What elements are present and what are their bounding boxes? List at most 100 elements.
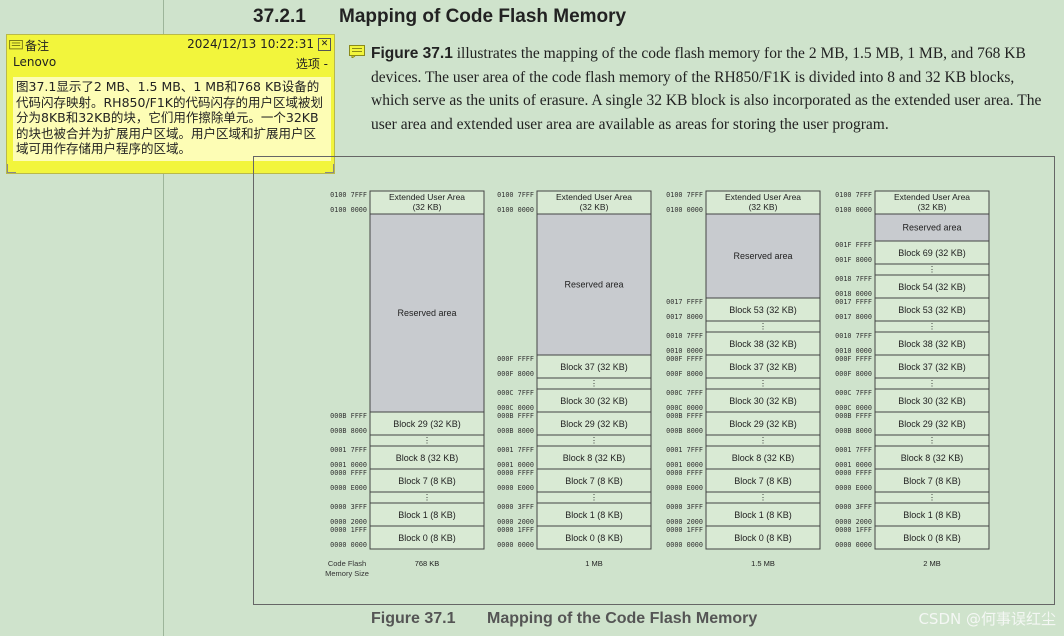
block-label: Block 53 (32 KB) — [898, 305, 966, 315]
address-bottom: 000C 0000 — [497, 404, 534, 412]
address-top: 0001 7FFF — [330, 446, 367, 454]
block-label: Block 37 (32 KB) — [898, 362, 966, 372]
ellipsis-marker: ⋮ — [759, 322, 767, 331]
block-label: Block 29 (32 KB) — [393, 419, 461, 429]
ellipsis-marker: ⋮ — [928, 322, 936, 331]
body-paragraph: Figure 37.1 illustrates the mapping of t… — [371, 42, 1051, 136]
page-margin-rule — [163, 0, 164, 636]
address-bottom: 0000 E000 — [666, 484, 703, 492]
memory-region-blk — [874, 525, 990, 550]
address-bottom: 000F 8000 — [835, 370, 872, 378]
address-bottom: 0010 0000 — [666, 347, 703, 355]
block-label: Block 8 (32 KB) — [563, 453, 626, 463]
note-options-menu[interactable]: 选项 - — [295, 57, 328, 71]
address-top: 000B FFFF — [666, 412, 703, 420]
resize-handle-left[interactable] — [7, 164, 16, 173]
address-top: 0000 3FFF — [835, 503, 872, 511]
comment-icon[interactable] — [349, 45, 365, 58]
memory-region-res — [874, 213, 990, 242]
address-bottom: 000F 8000 — [666, 370, 703, 378]
address-bottom: 000C 0000 — [666, 404, 703, 412]
block-label: Block 8 (32 KB) — [901, 453, 964, 463]
block-label: Block 1 (8 KB) — [903, 510, 961, 520]
address-bottom: 0010 0000 — [835, 347, 872, 355]
block-label: Block 7 (8 KB) — [565, 476, 623, 486]
address-bottom: 0001 0000 — [497, 461, 534, 469]
block-label: Block 38 (32 KB) — [898, 339, 966, 349]
annotation-note-popup[interactable]: 备注 2024/12/13 10:22:31 ✕ Lenovo 选项 - 图37… — [6, 34, 335, 174]
ellipsis-marker: ⋮ — [928, 265, 936, 274]
resize-handle-right[interactable] — [325, 164, 334, 173]
note-header: 备注 — [9, 37, 49, 54]
address-bottom: 0000 0000 — [835, 541, 872, 549]
block-label: Block 0 (8 KB) — [398, 533, 456, 543]
address-bottom: 000F 8000 — [497, 370, 534, 378]
address-top: 000C 7FFF — [835, 389, 872, 397]
reserved-area-label: Reserved area — [733, 251, 792, 261]
address-top: 0001 7FFF — [666, 446, 703, 454]
block-label: Block 29 (32 KB) — [729, 419, 797, 429]
address-top: 0100 7FFF — [666, 191, 703, 199]
memory-region-blk — [369, 525, 485, 550]
address-top: 0000 1FFF — [497, 526, 534, 534]
memory-size-label: 2 MB — [923, 559, 941, 568]
note-body-text[interactable]: 图37.1显示了2 MB、1.5 MB、1 MB和768 KB设备的代码闪存映射… — [13, 77, 331, 161]
address-top: 000C 7FFF — [666, 389, 703, 397]
address-top: 0010 7FFF — [666, 332, 703, 340]
ellipsis-marker: ⋮ — [759, 379, 767, 388]
note-label: 备注 — [25, 39, 50, 53]
block-label: Block 1 (8 KB) — [565, 510, 623, 520]
block-label: Block 8 (32 KB) — [396, 453, 459, 463]
block-label: Block 7 (8 KB) — [398, 476, 456, 486]
address-top: 0000 FFFF — [497, 469, 534, 477]
extended-user-area-size: (32 KB) — [580, 202, 609, 212]
address-top: 0000 3FFF — [666, 503, 703, 511]
address-bottom: 0100 0000 — [497, 206, 534, 214]
paragraph-text: illustrates the mapping of the code flas… — [371, 45, 1042, 133]
close-icon[interactable]: ✕ — [318, 38, 331, 51]
extended-user-area-size: (32 KB) — [413, 202, 442, 212]
address-top: 0017 FFFF — [835, 298, 872, 306]
ellipsis-marker: ⋮ — [928, 493, 936, 502]
note-author: Lenovo — [13, 55, 57, 69]
address-bottom: 000C 0000 — [835, 404, 872, 412]
block-label: Block 69 (32 KB) — [898, 248, 966, 258]
section-title: Mapping of Code Flash Memory — [339, 6, 627, 27]
address-top: 0100 7FFF — [330, 191, 367, 199]
address-bottom: 001F 8000 — [835, 256, 872, 264]
address-top: 000B FFFF — [835, 412, 872, 420]
address-top: 0010 7FFF — [835, 332, 872, 340]
address-top: 0000 1FFF — [835, 526, 872, 534]
ellipsis-marker: ⋮ — [759, 493, 767, 502]
address-top: 0018 7FFF — [835, 275, 872, 283]
address-bottom: 0001 0000 — [666, 461, 703, 469]
block-label: Block 0 (8 KB) — [734, 533, 792, 543]
block-label: Block 37 (32 KB) — [560, 362, 628, 372]
address-bottom: 0100 0000 — [835, 206, 872, 214]
block-label: Block 0 (8 KB) — [903, 533, 961, 543]
address-top: 000F FFFF — [835, 355, 872, 363]
reserved-area-label: Reserved area — [902, 223, 961, 233]
extended-user-area-size: (32 KB) — [918, 202, 947, 212]
address-bottom: 0000 2000 — [835, 518, 872, 526]
address-bottom: 0100 0000 — [330, 206, 367, 214]
ellipsis-marker: ⋮ — [423, 436, 431, 445]
block-label: Block 7 (8 KB) — [734, 476, 792, 486]
note-date: 2024/12/13 10:22:31 — [187, 37, 314, 51]
block-label: Block 30 (32 KB) — [560, 396, 628, 406]
address-top: 000F FFFF — [497, 355, 534, 363]
ellipsis-marker: ⋮ — [928, 436, 936, 445]
address-top: 0000 FFFF — [835, 469, 872, 477]
extended-user-area-label: Extended User Area — [556, 192, 632, 202]
watermark: CSDN @何事误红尘 — [918, 610, 1056, 628]
block-label: Block 1 (8 KB) — [734, 510, 792, 520]
memory-region-res — [705, 213, 821, 299]
size-axis-label-line2: Memory Size — [325, 569, 369, 578]
block-label: Block 7 (8 KB) — [903, 476, 961, 486]
figure-reference: Figure 37.1 — [371, 45, 453, 62]
reserved-area-label: Reserved area — [564, 280, 623, 290]
memory-size-label: 1.5 MB — [751, 559, 775, 568]
ellipsis-marker: ⋮ — [928, 379, 936, 388]
